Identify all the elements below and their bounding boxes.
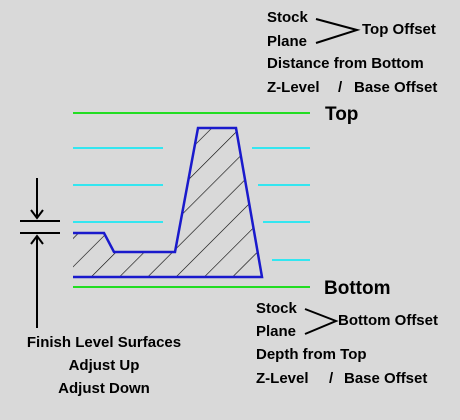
bottom-label: Bottom [324, 278, 391, 299]
adjust-up-label: Adjust Up [68, 357, 140, 374]
adjust-down-arrow-head [30, 209, 44, 220]
top-slash-label: / [338, 79, 343, 96]
bottom-offset-connector [304, 308, 339, 335]
top-offset-label: Top Offset [362, 21, 436, 38]
bottom-plane-label: Plane [256, 323, 297, 340]
bottom-offset-label: Bottom Offset [338, 312, 438, 329]
bottom-slash-label: / [329, 370, 334, 387]
top-base-offset-label: Base Offset [354, 79, 438, 96]
top-offset-connector [315, 18, 361, 44]
finish-adjust-indicator [20, 178, 60, 328]
finish-level-surfaces-label: Finish Level Surfaces [26, 334, 182, 351]
distance-from-bottom-label: Distance from Bottom [267, 55, 424, 72]
depth-from-top-label: Depth from Top [256, 346, 367, 363]
adjust-down-label: Adjust Down [58, 380, 150, 397]
intermediate-level-lines [73, 147, 310, 261]
part-outline [73, 126, 264, 279]
bottom-zlevel-label: Z-Level [256, 370, 309, 387]
bottom-base-offset-label: Base Offset [344, 370, 428, 387]
top-zlevel-label: Z-Level [267, 79, 320, 96]
top-stock-label: Stock [267, 9, 308, 26]
bottom-stock-label: Stock [256, 300, 297, 317]
top-label: Top [325, 104, 359, 125]
top-plane-label: Plane [267, 33, 308, 50]
